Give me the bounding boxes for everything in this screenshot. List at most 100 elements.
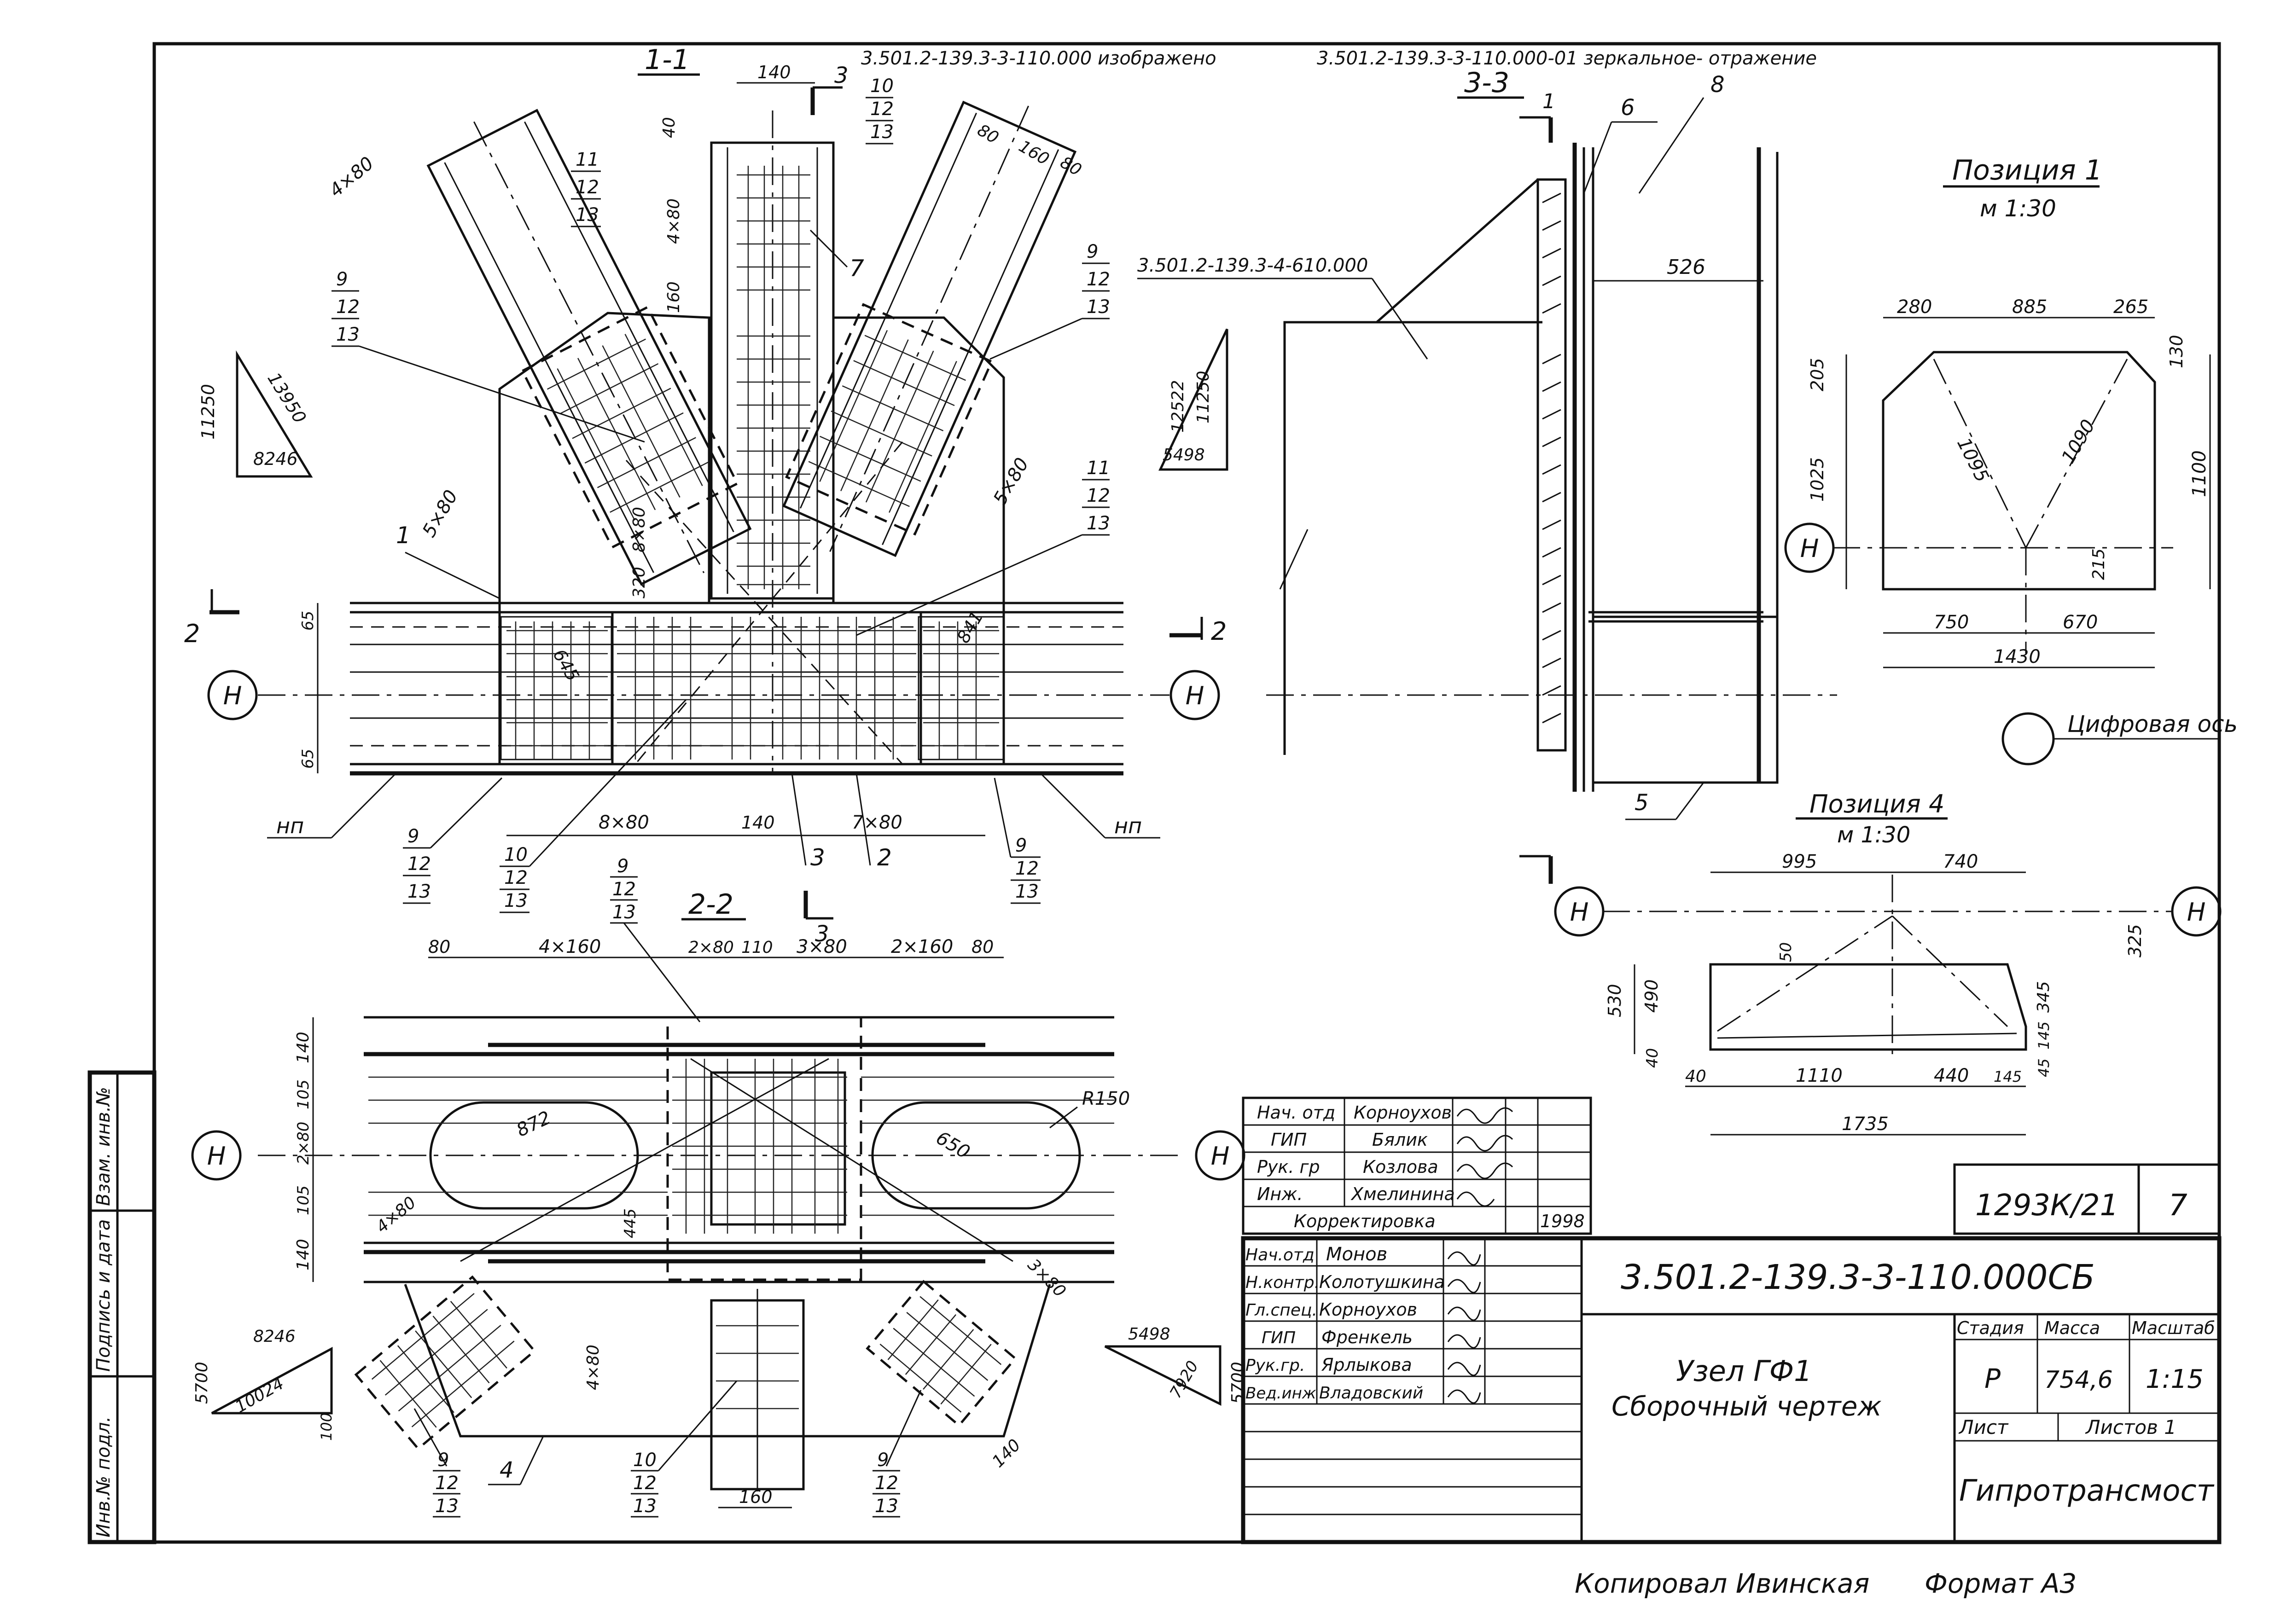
svg-text:145: 145 xyxy=(1994,1068,2022,1085)
svg-text:12: 12 xyxy=(336,296,360,318)
svg-text:Владовский: Владовский xyxy=(1319,1384,1423,1403)
section-mark-3: 3 xyxy=(810,63,849,115)
svg-text:13950: 13950 xyxy=(263,369,310,427)
scale-value: 1:15 xyxy=(2146,1364,2204,1394)
svg-text:885: 885 xyxy=(2012,296,2047,318)
svg-text:10024: 10024 xyxy=(232,1374,287,1417)
svg-text:265: 265 xyxy=(2113,296,2148,318)
pos1-digital-axis-label: Цифровая ось xyxy=(2067,711,2238,737)
svg-text:4×80: 4×80 xyxy=(584,1345,603,1390)
svg-text:Н: Н xyxy=(1211,1142,1230,1171)
svg-text:13: 13 xyxy=(336,324,360,345)
svg-text:1430: 1430 xyxy=(1994,646,2041,667)
svg-text:1025: 1025 xyxy=(1807,457,1827,502)
svg-text:50: 50 xyxy=(1777,942,1795,962)
view-2-2: 2-2 3 Н Н xyxy=(191,856,1247,1518)
slope-triangle-22-left xyxy=(211,1346,333,1415)
slope-triangle-left xyxy=(236,350,313,478)
title-block: Нач.отд Монов Н.контр. Колотушкина Гл.сп… xyxy=(1241,1236,2222,1544)
svg-text:Бялик: Бялик xyxy=(1372,1130,1428,1150)
callout-9-12-13-right: 9 12 13 xyxy=(989,241,1110,360)
callout-9-12-13-br: 9 12 13 xyxy=(994,777,1041,904)
svg-text:Френкель: Френкель xyxy=(1321,1327,1413,1347)
view-3-3-ref: 3.501.2-139.3-4-610.000 xyxy=(1137,255,1368,276)
title-line1: Узел ГФ1 xyxy=(1676,1354,1812,1388)
svg-text:Гл.спец.: Гл.спец. xyxy=(1245,1301,1317,1320)
svg-text:140: 140 xyxy=(989,1436,1024,1472)
dim-11-40: 40 xyxy=(660,117,679,138)
np-label-left: нп xyxy=(276,813,304,838)
svg-text:11250: 11250 xyxy=(1194,371,1213,423)
svg-text:Корноухов: Корноухов xyxy=(1354,1102,1452,1123)
sheet-code: 1293К/21 xyxy=(1975,1189,2118,1223)
svg-text:740: 740 xyxy=(1943,851,1978,872)
svg-text:12: 12 xyxy=(1087,485,1110,506)
pos1-plate xyxy=(1882,351,2156,591)
svg-text:12: 12 xyxy=(504,867,528,888)
svg-text:750: 750 xyxy=(1934,612,1969,633)
dim-11-160r: 160 xyxy=(1016,137,1053,169)
svg-text:ГИП: ГИП xyxy=(1262,1328,1296,1347)
svg-text:12: 12 xyxy=(612,879,636,900)
svg-text:3×80: 3×80 xyxy=(797,936,847,957)
svg-text:ГИП: ГИП xyxy=(1271,1130,1307,1150)
svg-text:13: 13 xyxy=(612,902,636,923)
svg-text:Монов: Монов xyxy=(1326,1244,1387,1265)
section-mark-2-left: 2 xyxy=(184,589,239,648)
svg-text:Масштаб: Масштаб xyxy=(2132,1318,2215,1338)
svg-text:Нач.отд: Нач.отд xyxy=(1245,1246,1315,1264)
svg-text:440: 440 xyxy=(1934,1065,1969,1086)
svg-text:11: 11 xyxy=(576,149,599,170)
opening-left xyxy=(429,1101,639,1210)
svg-text:Нач. отд: Нач. отд xyxy=(1257,1102,1335,1123)
dim-11-320: 320 xyxy=(630,567,649,598)
svg-text:Н: Н xyxy=(207,1142,226,1171)
svg-text:Ярлыкова: Ярлыкова xyxy=(1321,1355,1412,1375)
svg-text:3: 3 xyxy=(815,921,829,947)
callout-10-12-13-bottom: 10 12 13 xyxy=(500,699,687,913)
gusset-plate xyxy=(498,312,1005,766)
view-1-1: 1-1 Н Н xyxy=(184,44,1228,913)
svg-text:105: 105 xyxy=(294,1185,313,1215)
svg-text:1090: 1090 xyxy=(2058,416,2100,467)
svg-text:80: 80 xyxy=(971,937,994,957)
svg-text:Вед.инж: Вед.инж xyxy=(1245,1384,1316,1403)
pos1-digital-axis-marker xyxy=(2001,712,2055,766)
svg-text:Н: Н xyxy=(1570,898,1589,927)
svg-text:9: 9 xyxy=(407,826,419,847)
svg-text:3: 3 xyxy=(834,63,849,88)
dim-11-160: 160 xyxy=(664,281,683,313)
side-stamp-replace: Взам. инв.№ xyxy=(93,1087,114,1206)
svg-text:1998: 1998 xyxy=(1540,1211,1585,1231)
svg-text:2×160: 2×160 xyxy=(891,936,953,957)
doc-code: 3.501.2-139.3-3-110.000СБ xyxy=(1621,1258,2095,1297)
position-4: Позиция 4 м 1:30 Н Н 995 740 325 50 530 … xyxy=(1554,789,2222,1136)
column-bolts xyxy=(1542,192,1561,724)
svg-text:280: 280 xyxy=(1897,296,1932,318)
svg-text:650: 650 xyxy=(932,1127,973,1163)
axis-marker-left xyxy=(207,670,258,720)
svg-text:5498: 5498 xyxy=(1128,1325,1170,1344)
section-mark-1: 1 xyxy=(1519,90,1555,884)
svg-text:Рук. гр: Рук. гр xyxy=(1257,1157,1320,1177)
side-stamp-sign: Подпись и дата xyxy=(93,1219,114,1372)
pos1-axis-marker xyxy=(1784,522,1835,573)
svg-text:13: 13 xyxy=(435,1496,459,1517)
view-3-3-pos8: 8 xyxy=(1710,72,1725,98)
footer-copied: Копировал Ивинская xyxy=(1575,1568,1869,1599)
view-3-3-title: 3-3 xyxy=(1464,67,1509,99)
svg-text:9: 9 xyxy=(336,269,348,290)
svg-text:11: 11 xyxy=(1087,458,1110,479)
svg-text:10: 10 xyxy=(870,75,894,97)
callout-22-top: 9 12 13 xyxy=(610,856,701,1022)
callout-11-12-13-right: 11 12 13 xyxy=(856,458,1110,636)
svg-text:130: 130 xyxy=(2166,335,2187,368)
svg-text:8246: 8246 xyxy=(253,449,298,469)
svg-text:325: 325 xyxy=(2125,924,2145,957)
svg-text:12522: 12522 xyxy=(1169,380,1187,433)
sheet-num: 7 xyxy=(2169,1189,2187,1223)
footer-format: Формат А3 xyxy=(1925,1568,2077,1599)
dim-11-4x80-v: 4×80 xyxy=(664,198,683,244)
stage-value: Р xyxy=(1984,1363,2001,1394)
svg-text:345: 345 xyxy=(2034,981,2053,1013)
